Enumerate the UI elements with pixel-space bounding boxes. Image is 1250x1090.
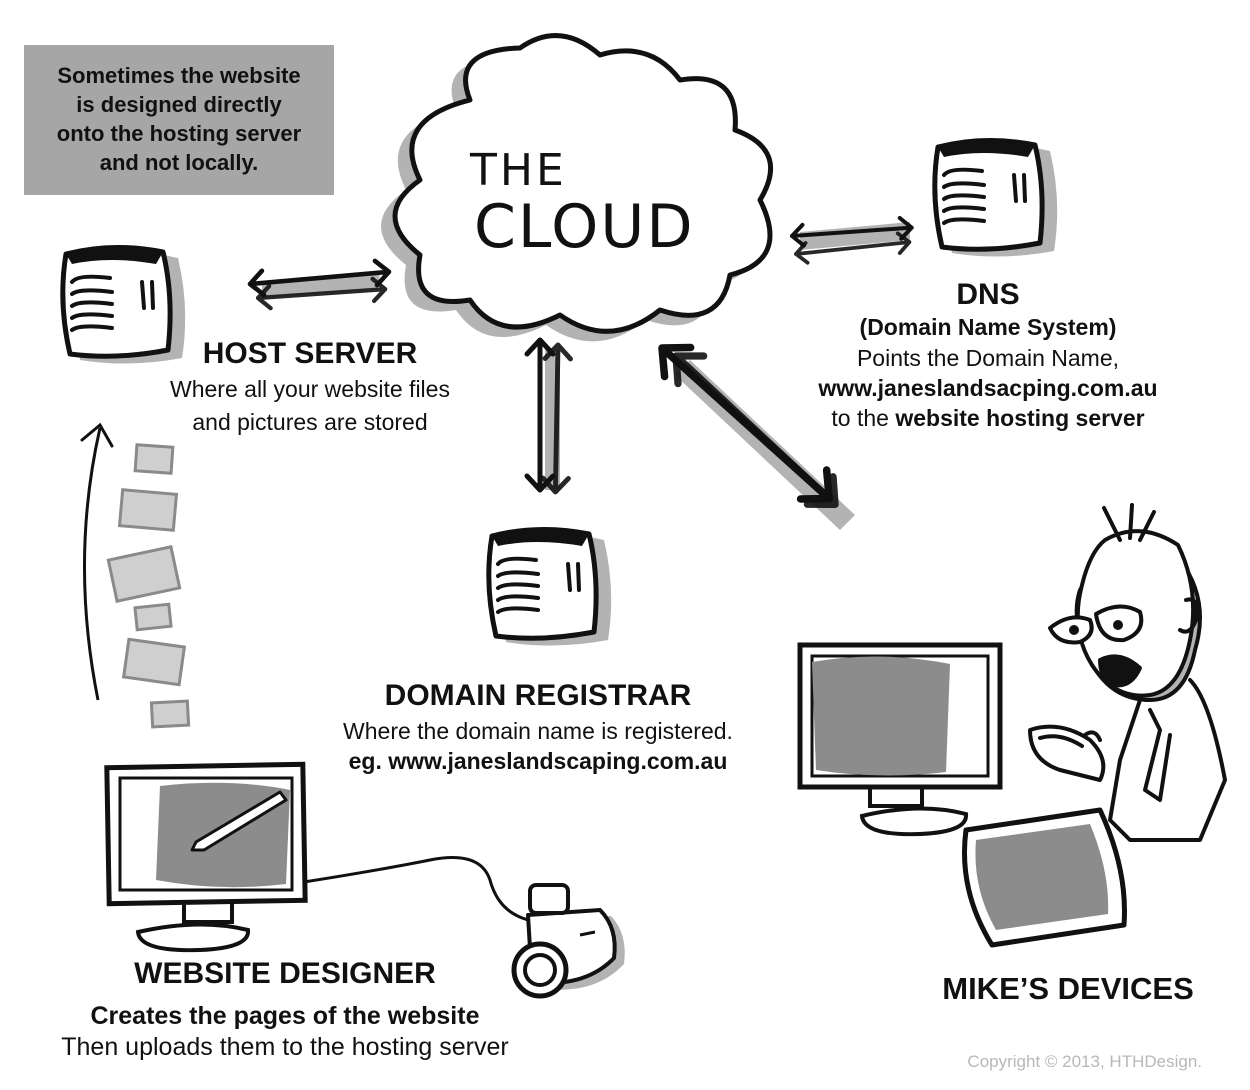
designer-title: WEBSITE DESIGNER bbox=[134, 957, 436, 990]
cloud-shape bbox=[381, 33, 774, 342]
cloud-label-cloud: CLOUD bbox=[474, 192, 695, 262]
registrar-desc-2: eg. www.janeslandscaping.com.au bbox=[348, 748, 728, 774]
dns-line-3-bold: website hosting server bbox=[895, 405, 1145, 431]
note-line: is designed directly bbox=[76, 92, 282, 117]
upload-arrow bbox=[80, 422, 114, 701]
host-server-desc-2: and pictures are stored bbox=[192, 409, 428, 435]
dns-subtitle: (Domain Name System) bbox=[859, 314, 1117, 340]
note-box: Sometimes the website is designed direct… bbox=[24, 45, 334, 195]
designer-monitor-icon bbox=[104, 761, 308, 953]
devices-title: MIKE’S DEVICES bbox=[942, 971, 1194, 1006]
registrar-server-icon bbox=[489, 529, 611, 645]
arrow-devices-cloud bbox=[649, 334, 855, 530]
dns-domain: www.janeslandsacping.com.au bbox=[818, 375, 1158, 401]
arrow-dns-cloud bbox=[791, 217, 912, 266]
designer-desc-2: Then uploads them to the hosting server bbox=[61, 1033, 509, 1061]
registrar-desc-1: Where the domain name is registered. bbox=[343, 718, 733, 744]
dns-line-3-prefix: to the bbox=[831, 405, 896, 431]
dns-line-1: Points the Domain Name, bbox=[856, 345, 1120, 371]
dns-title: DNS bbox=[956, 278, 1020, 311]
note-line: and not locally. bbox=[99, 150, 259, 175]
arrow-registrar-cloud bbox=[527, 340, 571, 492]
dns-line-3: to the website hosting server bbox=[788, 402, 1188, 434]
note-line: onto the hosting server bbox=[56, 121, 302, 146]
mike-monitor-icon bbox=[797, 642, 1003, 837]
flying-pages bbox=[106, 443, 191, 729]
designer-desc-1: Creates the pages of the website bbox=[90, 1002, 480, 1030]
note-line: Sometimes the website bbox=[57, 63, 301, 88]
camera-icon bbox=[511, 883, 625, 999]
host-server-desc-1: Where all your website files bbox=[170, 376, 450, 402]
registrar-title: DOMAIN REGISTRAR bbox=[384, 679, 692, 712]
copyright-text: Copyright © 2013, HTHDesign. bbox=[967, 1052, 1202, 1071]
dns-server-icon bbox=[935, 140, 1057, 256]
mike-figure bbox=[1028, 503, 1227, 842]
host-server-title: HOST SERVER bbox=[202, 337, 418, 370]
tablet-icon bbox=[962, 807, 1127, 948]
arrow-host-cloud bbox=[249, 260, 390, 309]
camera-cable bbox=[303, 856, 541, 924]
cloud-label-the: THE bbox=[470, 145, 567, 196]
